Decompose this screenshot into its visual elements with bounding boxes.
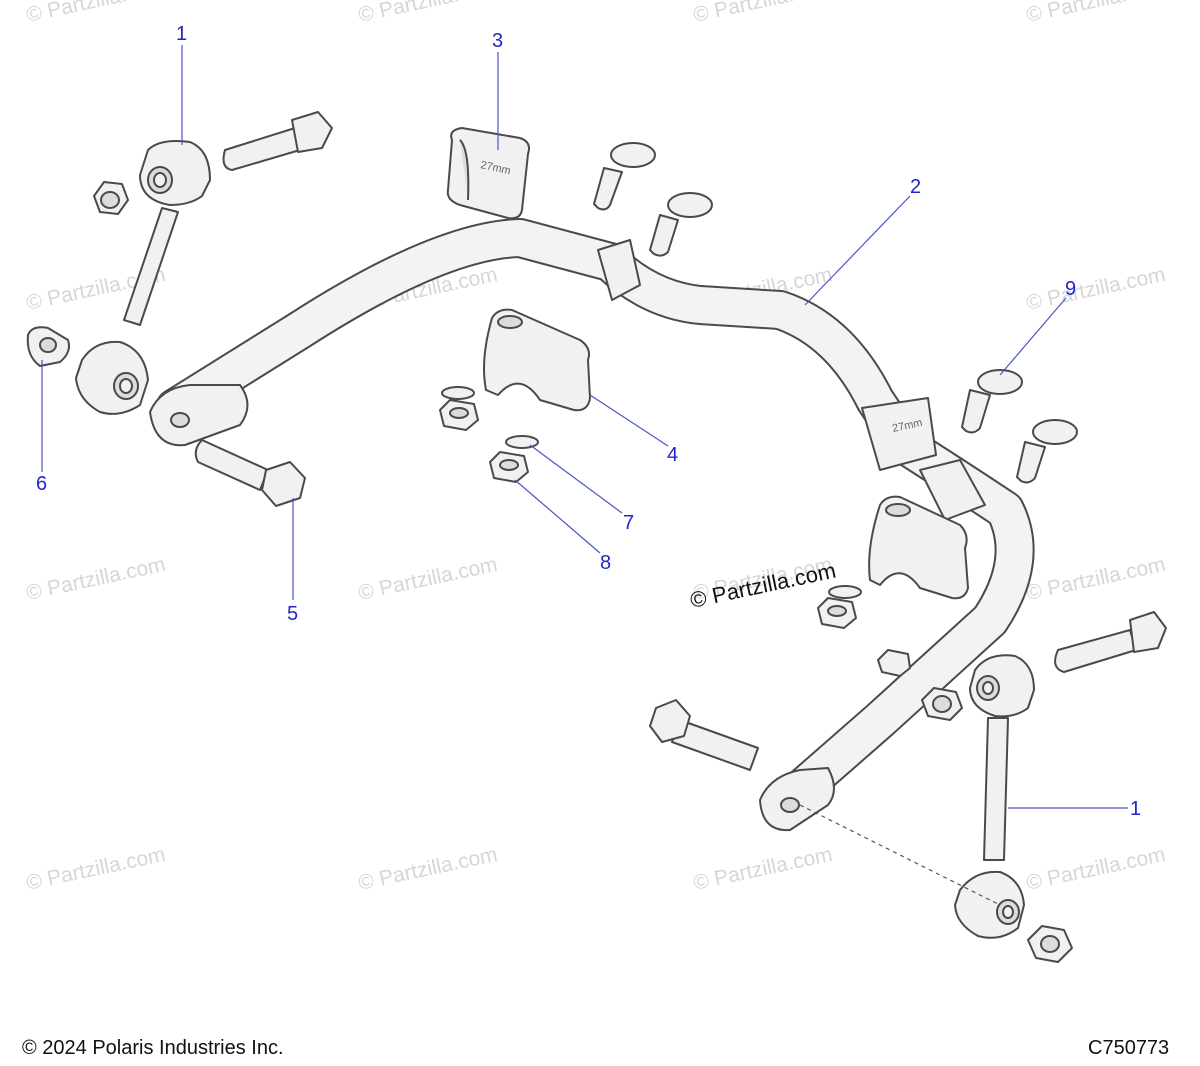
bracket-lower-right[interactable] — [868, 495, 969, 600]
watermark-text: © Partzilla.com — [691, 843, 834, 895]
leader-lines — [41, 45, 1128, 809]
watermark-text: © Partzilla.com — [1024, 0, 1167, 27]
bolt-part-5[interactable] — [194, 439, 306, 507]
nut-bottom-right[interactable] — [1027, 925, 1073, 963]
callout-5[interactable]: 5 — [287, 603, 298, 625]
bolt-part-9-a[interactable] — [961, 369, 1023, 434]
callout-6[interactable]: 6 — [36, 473, 47, 495]
watermark-text: © Partzilla.com — [24, 553, 167, 605]
stabilizer-link-top[interactable] — [75, 140, 211, 415]
nut-right-link[interactable] — [921, 687, 963, 721]
watermark-text: © Partzilla.com — [356, 0, 499, 27]
callout-labels: 1 2 3 4 5 6 7 8 9 1 — [36, 23, 1141, 820]
watermark-text: © Partzilla.com — [1024, 843, 1167, 895]
bracket-part-4[interactable] — [483, 308, 591, 412]
callout-3[interactable]: 3 — [492, 30, 503, 52]
stabilizer-link-bottom[interactable] — [954, 654, 1035, 939]
center-watermark: © Partzilla.com — [688, 558, 838, 613]
footer-diagram-code: C750773 — [1088, 1037, 1169, 1059]
nut-upper-left[interactable] — [439, 399, 479, 431]
callout-4[interactable]: 4 — [667, 444, 678, 466]
callout-2[interactable]: 2 — [910, 176, 921, 198]
bolt-long-right[interactable] — [1054, 611, 1167, 673]
callout-9[interactable]: 9 — [1065, 278, 1076, 300]
sway-bar[interactable]: 27mm — [149, 218, 1035, 832]
bolt-top-2[interactable] — [649, 192, 713, 257]
bolt-top-1[interactable] — [593, 142, 656, 211]
washer-lower-right[interactable] — [828, 585, 862, 599]
callout-1-bottom[interactable]: 1 — [1130, 798, 1141, 820]
callout-8[interactable]: 8 — [600, 552, 611, 574]
callout-1-top[interactable]: 1 — [176, 23, 187, 45]
bolt-part-9-b[interactable] — [1016, 419, 1078, 484]
nut-lower-right[interactable] — [817, 597, 857, 629]
watermark-text: © Partzilla.com — [24, 843, 167, 895]
nut-lower-right-2[interactable] — [877, 649, 911, 677]
nut-part-8[interactable] — [489, 451, 529, 483]
washer-part-7[interactable] — [505, 435, 539, 449]
watermark-text: © Partzilla.com — [356, 553, 499, 605]
bushing-part-3[interactable]: 27mm — [446, 127, 530, 220]
watermark-text: © Partzilla.com — [356, 843, 499, 895]
nut-top-left[interactable] — [93, 181, 129, 215]
watermark-text: © Partzilla.com — [691, 0, 834, 27]
washer-upper-left[interactable] — [441, 386, 475, 400]
watermark-text: © Partzilla.com — [1024, 553, 1167, 605]
watermark-text: © Partzilla.com — [1024, 263, 1167, 315]
footer-copyright: © 2024 Polaris Industries Inc. — [22, 1037, 284, 1059]
spacer-part-6[interactable] — [26, 326, 70, 367]
watermark-text: © Partzilla.com — [24, 0, 167, 27]
bolt-long-top-left[interactable] — [222, 111, 333, 171]
assembly-dashed-line — [799, 804, 1001, 906]
bolt-lower-left-of-bar[interactable] — [649, 699, 759, 771]
callout-7[interactable]: 7 — [623, 512, 634, 534]
